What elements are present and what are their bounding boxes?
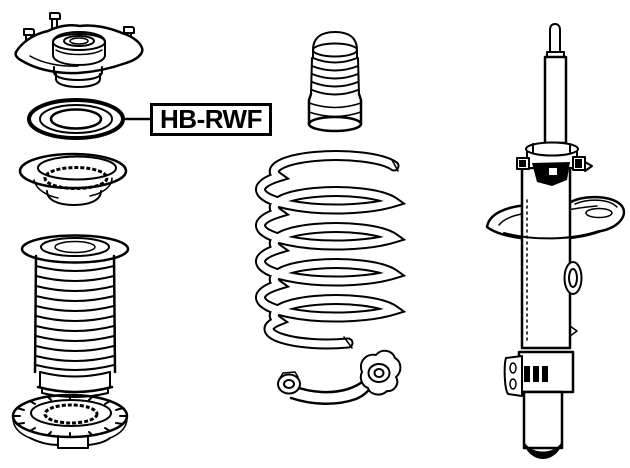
dust-boot-bellows-drawing [20, 234, 130, 398]
strut-mount-drawing [14, 12, 144, 88]
lower-mount-cushion-drawing [11, 393, 129, 449]
strut-bearing-drawing [27, 98, 125, 140]
coil-spring-drawing [255, 150, 407, 350]
shock-absorber-strut-drawing [485, 23, 626, 459]
lower-spring-pad-drawing [277, 349, 402, 406]
part-code-text: HB-RWF [160, 104, 262, 134]
upper-spring-seat-drawing [18, 152, 128, 206]
bump-stop-drawing [307, 31, 363, 133]
part-code-label: HB-RWF [150, 103, 272, 136]
